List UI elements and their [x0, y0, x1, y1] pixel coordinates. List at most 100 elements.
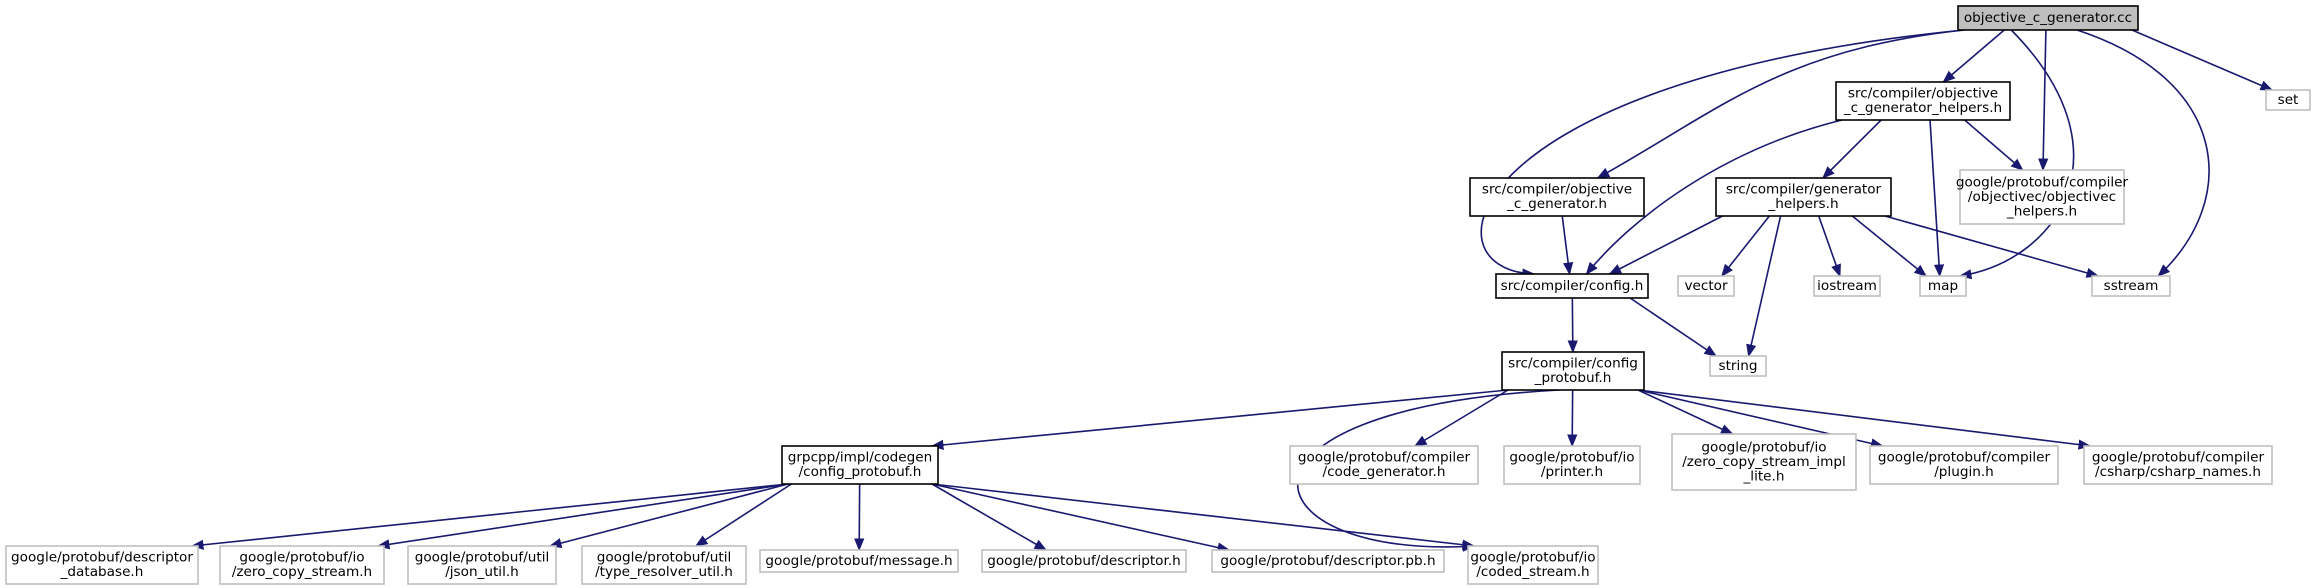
node-message: google/protobuf/message.h: [759, 549, 959, 573]
node-box: [219, 545, 385, 585]
node-config[interactable]: src/compiler/config.h: [1495, 273, 1649, 299]
node-label-line: google/protobuf/util: [597, 550, 732, 566]
node-label-line: google/protobuf/io: [239, 550, 364, 566]
node-label-line: src/compiler/objective: [1482, 182, 1632, 198]
node-box: [1959, 169, 2125, 225]
node-box: [1919, 275, 1967, 297]
node-descriptorpb: google/protobuf/descriptor.pb.h: [1211, 549, 1445, 573]
node-box: [1715, 177, 1892, 217]
node-vector: vector: [1677, 275, 1735, 297]
node-label-line: google/protobuf/util: [415, 550, 550, 566]
node-label-line: /csharp/csharp_names.h: [2095, 464, 2261, 480]
edge-helpers-to-genhelpers: [1822, 119, 1882, 179]
node-objgen[interactable]: src/compiler/objective_c_generator.h: [1469, 177, 1645, 217]
node-label-line: /printer.h: [1541, 464, 1603, 480]
node-box: [1813, 275, 1881, 297]
edge-root-to-objchelpers: [2038, 29, 2049, 172]
node-sstream: sstream: [2091, 275, 2171, 297]
node-box: [5, 545, 199, 585]
edge-helpers-to-config: [1585, 119, 1843, 275]
node-set: set: [2265, 89, 2311, 111]
node-label-line: iostream: [1817, 278, 1877, 294]
edge-root-to-sstream: [2076, 29, 2210, 277]
node-label-line: vector: [1684, 278, 1728, 294]
node-label-line: /zero_copy_stream.h: [232, 564, 372, 580]
edge-genhelpers-to-sstream: [1884, 215, 2100, 278]
node-box: [1467, 545, 1599, 585]
node-label-line: google/protobuf/descriptor.h: [987, 553, 1181, 569]
node-box: [1469, 177, 1645, 217]
node-map: map: [1919, 275, 1967, 297]
edge-configpb-to-zcsimpl: [1637, 389, 1734, 435]
edge-configpb-to-codegenerator: [1413, 389, 1509, 447]
node-grpcpp[interactable]: grpcpp/impl/codegen/config_protobuf.h: [781, 445, 939, 485]
node-printer: google/protobuf/io/printer.h: [1503, 445, 1641, 485]
node-label-line: /zero_copy_stream_impl: [1682, 454, 1846, 470]
node-configpb[interactable]: src/compiler/config_protobuf.h: [1501, 351, 1645, 391]
node-label-line: /objectivec/objectivec: [1968, 189, 2116, 205]
edge-genhelpers-to-iostream: [1817, 215, 1841, 278]
node-label-line: objective_c_generator.cc: [1964, 10, 2132, 26]
node-codedstream: google/protobuf/io/coded_stream.h: [1467, 545, 1599, 585]
node-label-line: string: [1718, 358, 1757, 374]
edge-root-to-config: [1480, 29, 1965, 279]
node-box: [1957, 5, 2139, 31]
node-label-line: google/protobuf/compiler: [2092, 450, 2265, 466]
node-label-line: src/compiler/config.h: [1501, 278, 1644, 294]
node-root[interactable]: objective_c_generator.cc: [1957, 5, 2139, 31]
node-csharp: google/protobuf/compiler/csharp/csharp_n…: [2083, 445, 2273, 485]
node-layer: objective_c_generator.cc src/compiler/obj…: [5, 5, 2311, 585]
node-label-line: google/protobuf/descriptor: [11, 550, 193, 566]
node-box: [2091, 275, 2171, 297]
node-genhelpers[interactable]: src/compiler/generator_helpers.h: [1715, 177, 1892, 217]
edge-grpcpp-to-jsonutil: [548, 483, 789, 549]
node-zcs: google/protobuf/io/zero_copy_stream.h: [219, 545, 385, 585]
node-label-line: _lite.h: [1743, 469, 1785, 485]
edge-helpers-to-objchelpers: [1964, 119, 2024, 171]
edge-root-to-objgen: [1596, 29, 1965, 179]
node-label-line: _c_generator_helpers.h: [1843, 100, 2002, 116]
node-label-line: _helpers.h: [2006, 204, 2077, 220]
node-box: [781, 445, 939, 485]
node-label-line: _database.h: [60, 564, 144, 580]
edge-root-to-helpers: [1942, 29, 2005, 83]
node-box: [2265, 89, 2311, 111]
edge-config-to-string: [1629, 297, 1718, 357]
node-box: [1835, 81, 2011, 121]
node-label-line: google/protobuf/message.h: [765, 553, 952, 569]
edge-grpcpp-to-descriptorpb: [931, 483, 1231, 553]
node-label-line: google/protobuf/compiler: [1878, 450, 2051, 466]
node-helpers[interactable]: src/compiler/objective_c_generator_helpe…: [1835, 81, 2011, 121]
node-descdb: google/protobuf/descriptor_database.h: [5, 545, 199, 585]
node-box: [1495, 273, 1649, 299]
node-label-line: set: [2278, 92, 2299, 108]
node-label-line: /type_resolver_util.h: [595, 564, 733, 580]
node-label-line: google/protobuf/io: [1509, 450, 1634, 466]
node-label-line: /config_protobuf.h: [799, 464, 922, 480]
node-box: [1211, 549, 1445, 573]
node-string: string: [1709, 355, 1767, 377]
edge-helpers-to-map: [1929, 119, 1945, 278]
node-box: [981, 549, 1187, 573]
node-label-line: google/protobuf/compiler: [1298, 450, 1471, 466]
edge-objgen-to-config: [1561, 215, 1574, 276]
node-label-line: map: [1928, 278, 1958, 294]
node-label-line: sstream: [2104, 278, 2159, 294]
node-descriptor: google/protobuf/descriptor.h: [981, 549, 1187, 573]
edge-grpcpp-to-descriptor: [931, 483, 1048, 551]
node-plugin: google/protobuf/compiler/plugin.h: [1869, 445, 2059, 485]
node-label-line: /coded_stream.h: [1476, 564, 1589, 580]
node-label-line: src/compiler/generator: [1726, 182, 1882, 198]
edge-root-to-set: [2131, 29, 2274, 91]
node-box: [2083, 445, 2273, 485]
node-jsonutil: google/protobuf/util/json_util.h: [407, 545, 557, 585]
node-label-line: google/protobuf/compiler: [1956, 174, 2129, 190]
node-box: [581, 545, 747, 585]
node-label-line: google/protobuf/io: [1701, 439, 1826, 455]
edge-genhelpers-to-vector: [1721, 215, 1771, 278]
node-label-line: /plugin.h: [1934, 464, 1994, 480]
node-label-line: _protobuf.h: [1534, 370, 1612, 386]
node-label-line: /code_generator.h: [1323, 464, 1446, 480]
node-zcsimpl: google/protobuf/io/zero_copy_stream_impl…: [1671, 433, 1857, 491]
